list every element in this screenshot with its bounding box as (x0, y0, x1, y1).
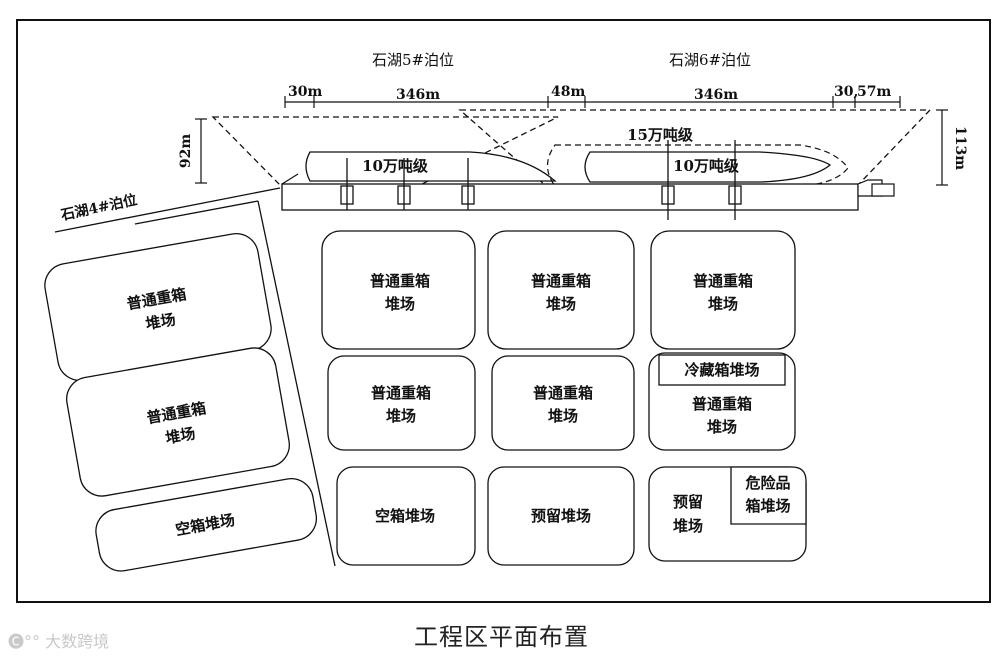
height-92m-indicator (195, 118, 207, 184)
dim-30m-left: 30m (288, 84, 322, 100)
yard-r1c3-l2: 堆场 (708, 295, 738, 313)
dim-48m: 48m (551, 84, 585, 100)
svg-text:堆场: 堆场 (144, 310, 177, 333)
berth4-label: 石湖4#泊位 (58, 191, 138, 224)
berth5-label: 石湖5#泊位 (372, 51, 454, 69)
yard-r2c1-l1: 普通重箱 (371, 384, 431, 402)
yard-r3c2 (487, 466, 635, 566)
yard-r2c2-l1: 普通重箱 (533, 384, 593, 402)
berth4-road-lower (134, 200, 259, 225)
reefer-yard-box (658, 354, 786, 386)
dim-57m: 57m (857, 84, 891, 100)
ship-15wan-outline (546, 144, 849, 187)
yard-r2c3-l1: 普通重箱 (692, 395, 752, 413)
left-yard-3: 空箱堆场 (95, 478, 318, 572)
reefer-yard-label: 冷藏箱堆场 (684, 361, 759, 379)
danger-yard-l2: 箱堆场 (745, 497, 790, 515)
dim-346m-left: 346m (396, 87, 440, 103)
berth6-label: 石湖6#泊位 (669, 51, 751, 69)
basin-outline-5 (211, 116, 559, 186)
yard-r1c1 (321, 230, 476, 350)
ship2-label: 15万吨级 (627, 126, 694, 144)
height-113m-label: 113m (952, 126, 968, 170)
dim-30-right: 30, (834, 84, 858, 100)
dim-346m-right: 346m (694, 87, 738, 103)
figure-caption: 工程区平面布置 (414, 623, 589, 651)
watermark: 🅒°° 大数跨境 (8, 632, 110, 651)
left-yard-1: 普通重箱 堆场 (44, 232, 272, 382)
dimension-line (284, 96, 901, 108)
svg-text:堆场: 堆场 (164, 424, 197, 447)
yard-r3c2-label: 预留堆场 (531, 507, 591, 525)
height-113m-indicator (936, 109, 948, 186)
danger-yard-l1: 危险品 (745, 474, 790, 492)
left-yard-2: 普通重箱 堆场 (66, 347, 290, 497)
yard-r1c3-l1: 普通重箱 (693, 272, 753, 290)
diagram-frame (16, 19, 991, 603)
wharf (281, 183, 859, 211)
wharf-slope (281, 173, 299, 185)
ship-10wan-left (305, 151, 557, 182)
yard-r2c2 (491, 355, 635, 451)
cranes (340, 140, 742, 220)
height-92m-label: 92m (178, 134, 194, 168)
yard-r3c3-l1: 预留 (673, 493, 703, 511)
ship1-label: 10万吨级 (362, 157, 429, 175)
yard-r3c3-l2: 堆场 (673, 517, 703, 535)
ship-10wan-right (584, 151, 832, 183)
yard-r3c1 (336, 466, 476, 566)
yard-r1c2 (487, 230, 635, 350)
yard-boundary (257, 200, 336, 567)
berth4-road-upper (54, 187, 281, 233)
yard-r2c1 (327, 355, 476, 451)
yard-r1c1-l1: 普通重箱 (370, 272, 430, 290)
wharf-end-box (871, 183, 895, 197)
yard-r2c2-l2: 堆场 (548, 407, 578, 425)
ship3-label: 10万吨级 (673, 157, 740, 175)
yard-r3c1-label: 空箱堆场 (375, 507, 435, 525)
danger-yard-box (730, 466, 807, 525)
yard-r1c2-l1: 普通重箱 (531, 272, 591, 290)
yard-r2c1-l2: 堆场 (386, 407, 416, 425)
yard-r1c3 (650, 230, 796, 350)
yard-r1c2-l2: 堆场 (546, 295, 576, 313)
yard-r1c1-l2: 堆场 (385, 295, 415, 313)
yard-r2c3-l2: 堆场 (707, 418, 737, 436)
